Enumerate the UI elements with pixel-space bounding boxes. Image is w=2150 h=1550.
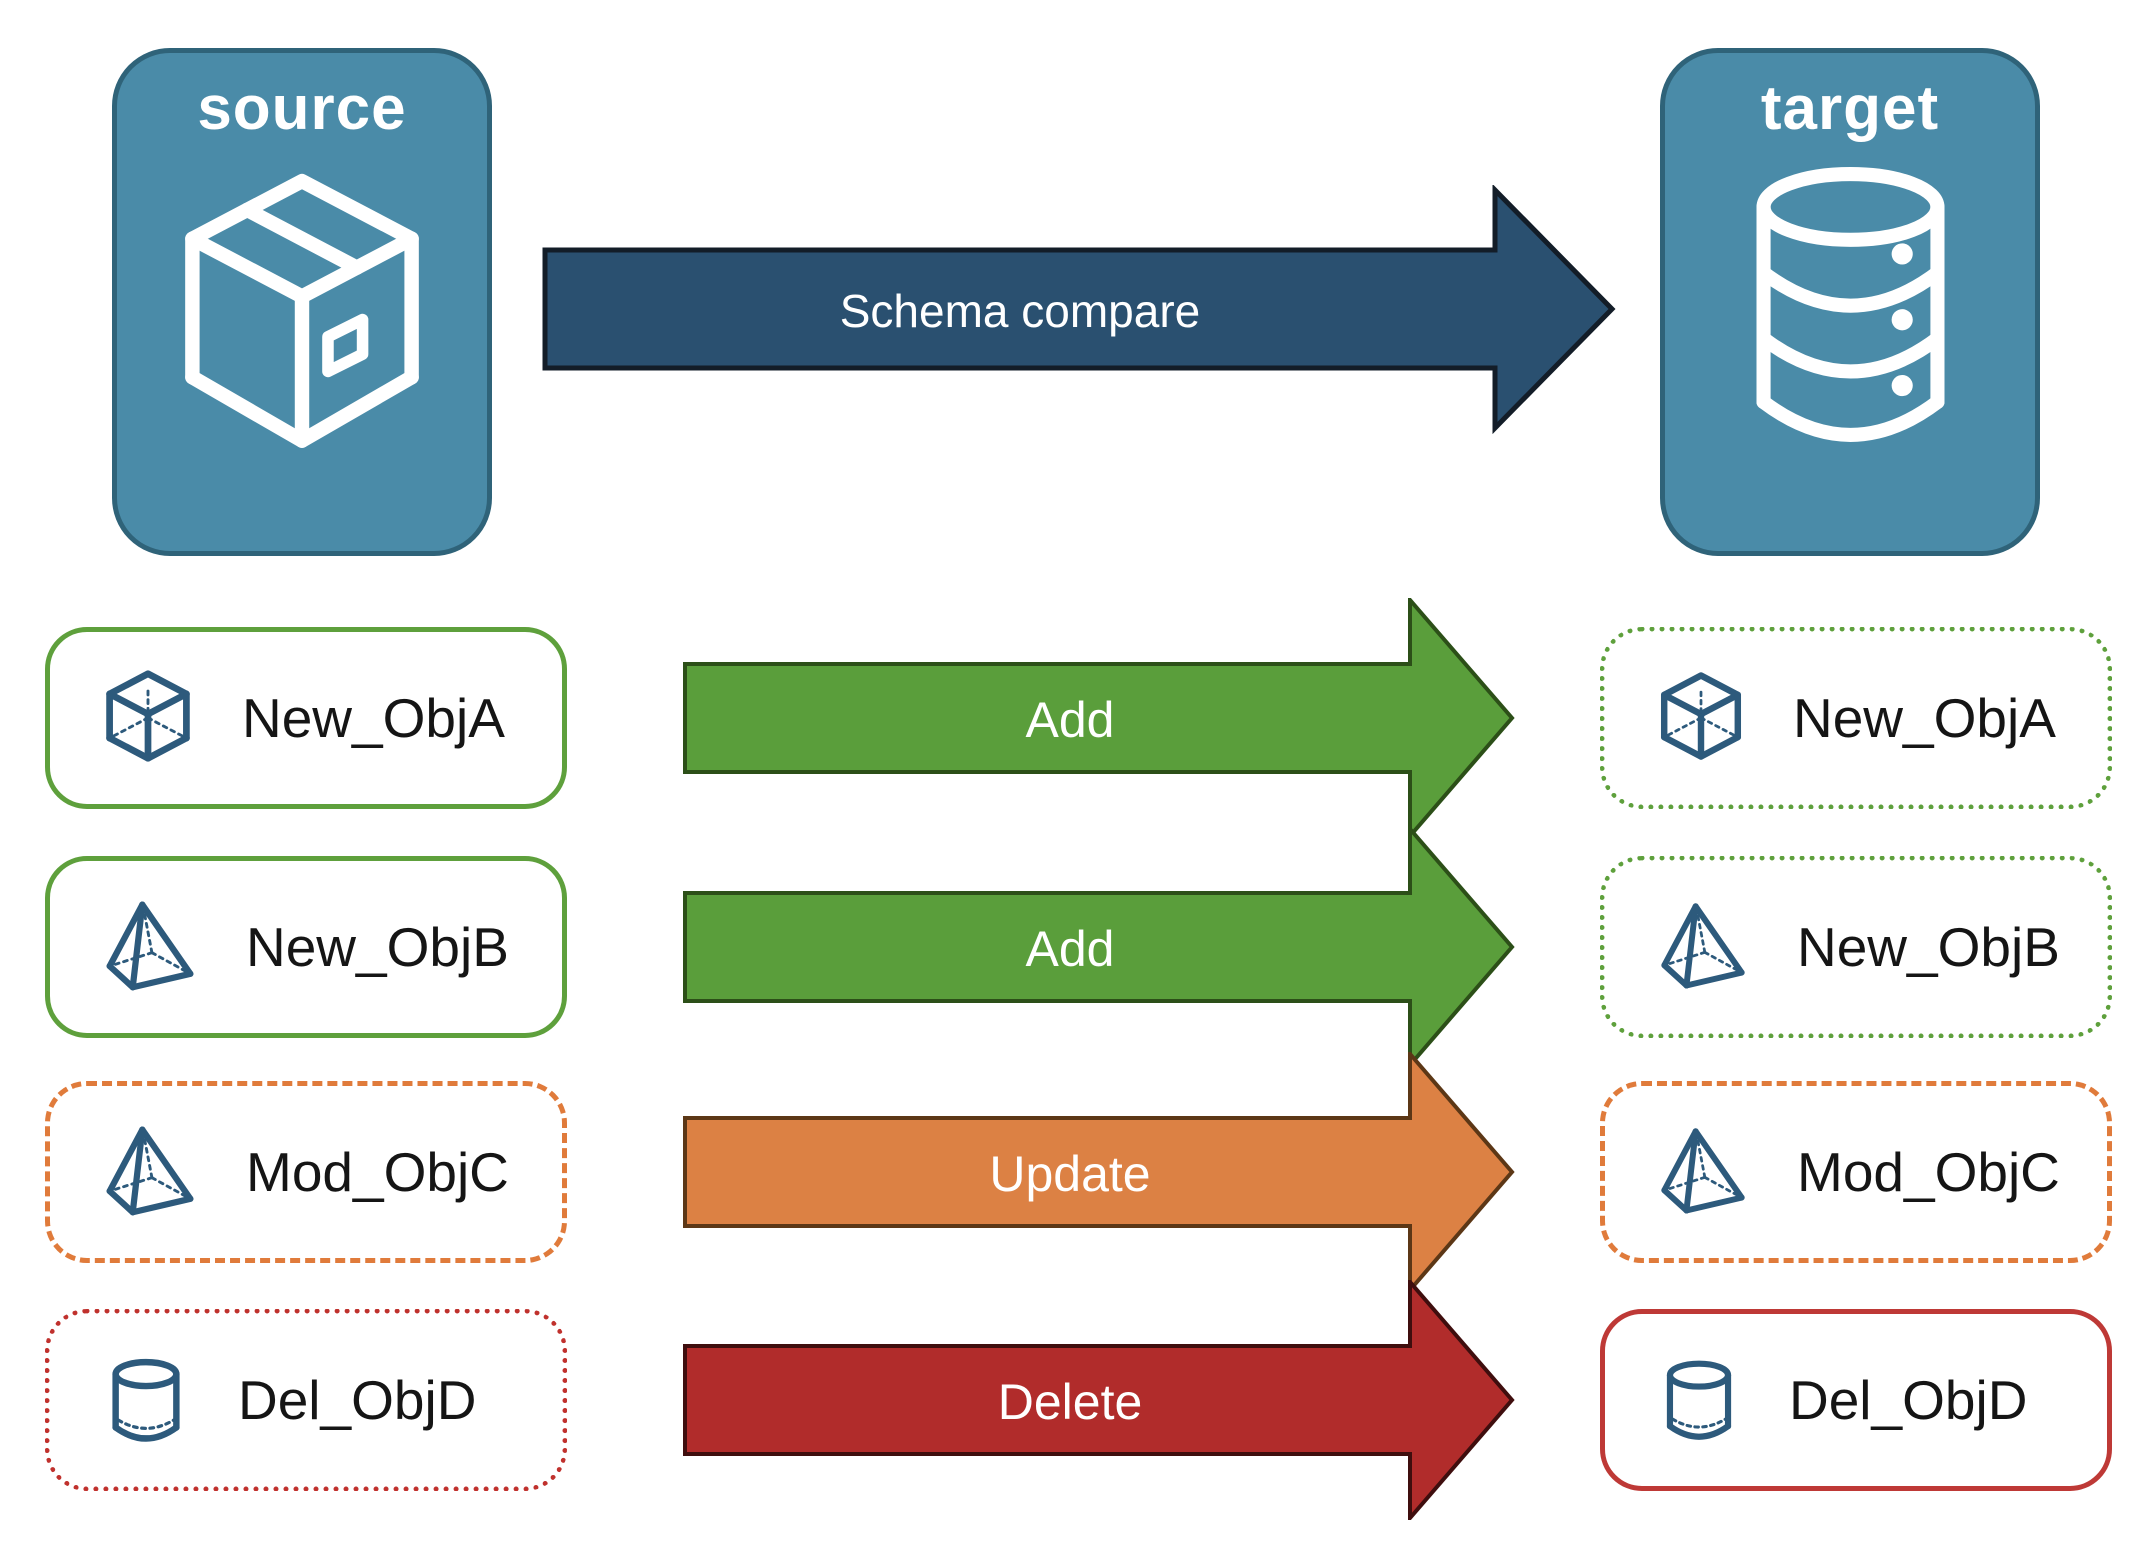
pyramid-icon	[100, 1122, 200, 1223]
object-label: New_ObjB	[246, 916, 509, 978]
add-arrow-label: Add	[1026, 921, 1115, 977]
object-label: Mod_ObjC	[246, 1141, 509, 1203]
package-box-icon	[157, 158, 447, 463]
target-badge-label: target	[1760, 74, 1940, 143]
source-object-card: Mod_ObjC	[45, 1081, 567, 1263]
object-label: Del_ObjD	[1789, 1369, 2028, 1431]
delete-arrow: Delete	[683, 1280, 1515, 1520]
source-badge-label: source	[197, 74, 407, 143]
pyramid-icon	[1655, 1124, 1751, 1221]
source-badge: source	[112, 48, 492, 556]
target-object-card: Mod_ObjC	[1600, 1081, 2112, 1263]
object-label: Mod_ObjC	[1797, 1141, 2060, 1203]
object-label: Del_ObjD	[238, 1369, 477, 1431]
schema-compare-arrow: Schema compare	[542, 185, 1616, 435]
target-object-card: New_ObjA	[1600, 627, 2112, 809]
add-arrow: Add	[683, 827, 1515, 1067]
object-label: New_ObjA	[242, 687, 505, 749]
object-label: New_ObjA	[1793, 687, 2056, 749]
target-object-card: New_ObjB	[1600, 856, 2112, 1038]
cube-icon	[100, 668, 196, 769]
pyramid-icon	[100, 897, 200, 998]
add-arrow-label: Add	[1026, 692, 1115, 748]
cylinder-icon	[100, 1350, 192, 1451]
target-object-card: Del_ObjD	[1600, 1309, 2112, 1491]
object-label: New_ObjB	[1797, 916, 2060, 978]
schema-compare-label: Schema compare	[840, 285, 1201, 337]
database-icon	[1733, 158, 1968, 463]
cube-icon	[1655, 670, 1747, 767]
delete-arrow-label: Delete	[998, 1374, 1143, 1430]
source-object-card: Del_ObjD	[45, 1309, 567, 1491]
source-object-card: New_ObjA	[45, 627, 567, 809]
update-arrow: Update	[683, 1052, 1515, 1292]
source-object-card: New_ObjB	[45, 856, 567, 1038]
update-arrow-label: Update	[989, 1146, 1150, 1202]
add-arrow: Add	[683, 598, 1515, 838]
cylinder-icon	[1655, 1352, 1743, 1449]
target-badge: target	[1660, 48, 2040, 556]
pyramid-icon	[1655, 899, 1751, 996]
